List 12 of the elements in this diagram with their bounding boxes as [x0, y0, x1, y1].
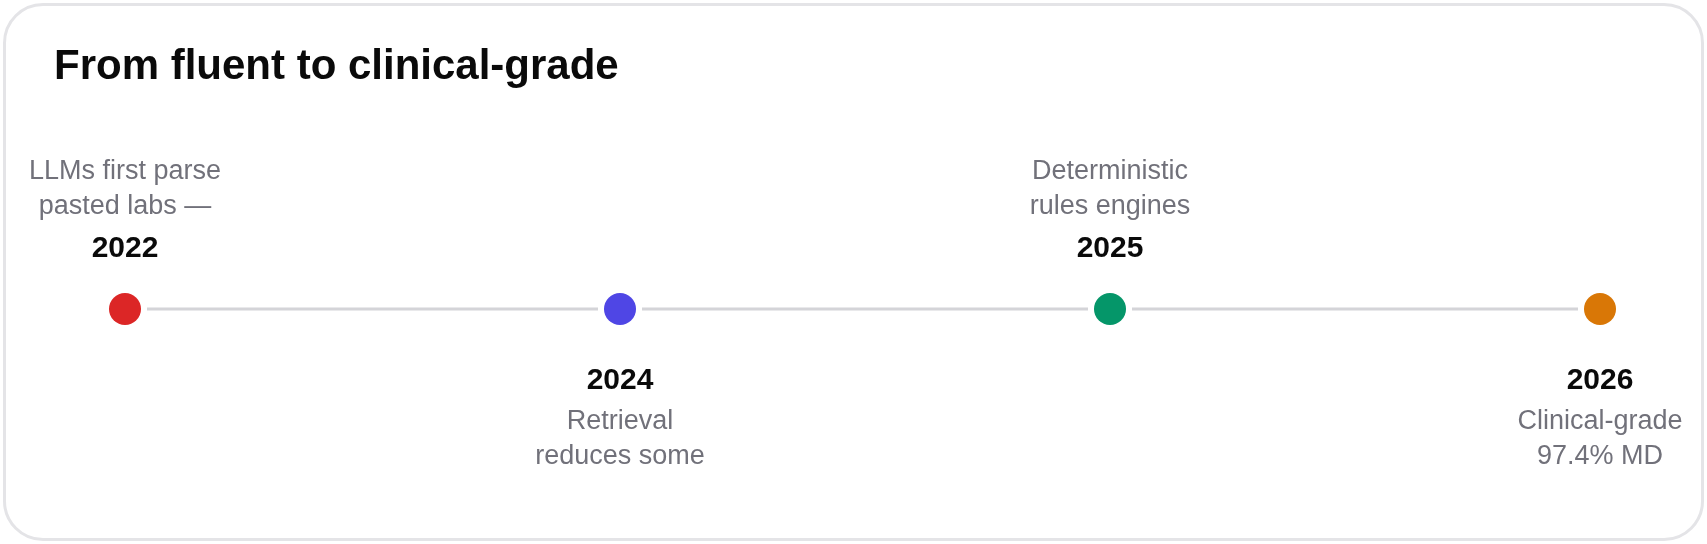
year-label: 2022 — [91, 229, 159, 265]
milestone-description: Deterministic rules engines — [1029, 154, 1191, 222]
year-label: 2025 — [1076, 229, 1144, 265]
connector-line — [642, 307, 1088, 311]
connector-line — [1132, 307, 1578, 311]
milestone-description: Retrieval reduces some — [534, 404, 706, 472]
year-label: 2026 — [1566, 361, 1634, 397]
milestone-description: LLMs first parse pasted labs — — [28, 154, 222, 222]
year-label: 2024 — [586, 361, 654, 397]
connector-line — [147, 307, 598, 311]
title: From fluent to clinical-grade — [54, 40, 619, 90]
milestone-description: Clinical-grade 97.4% MD — [1516, 404, 1684, 472]
